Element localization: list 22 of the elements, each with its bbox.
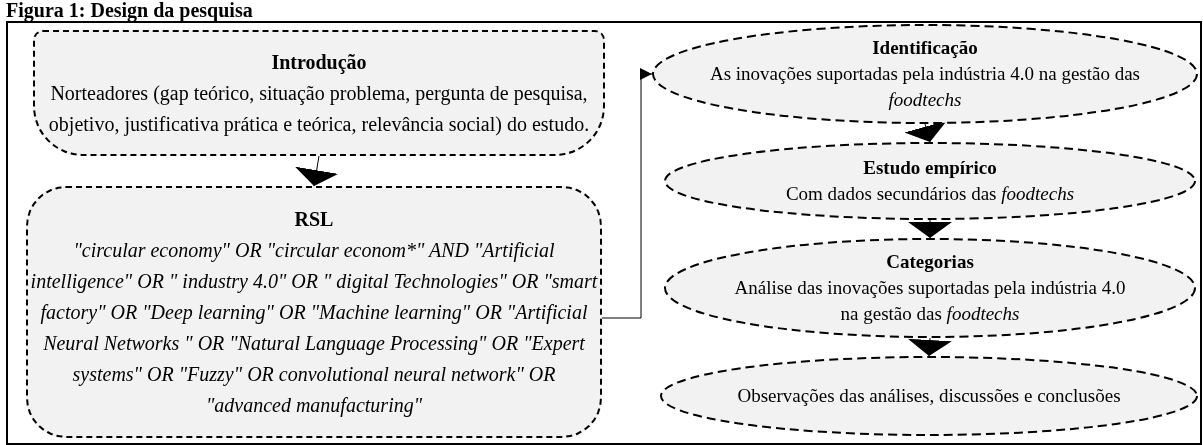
box-text: "circular economy" OR "circular econom*" AND "Artificial intelligence" OR " industry 4.0" OR " digital Technologies" OR "smart factory" OR "Deep learning" OR "Machine learning" OR "Artificial Neural Networks " OR "Natural Language Processing" OR "Expert systems" OR "Fuzzy" OR convolutional neural network" OR "advanced manufacturing" (29, 237, 599, 419)
process-ellipse (664, 238, 1196, 338)
box-text: Observações das análises, discussões e conclusões (737, 384, 1121, 408)
arrow (908, 219, 952, 239)
box-heading: Identificação (872, 36, 978, 60)
arrow (907, 337, 952, 357)
box-heading: Categorias (886, 250, 974, 274)
process-box (33, 30, 605, 156)
arrow (601, 68, 653, 319)
process-ellipse (652, 24, 1198, 124)
process-box (26, 186, 602, 438)
box-text: Análise das inovações suportadas pela indústria 4.0 na gestão das foodtechs (733, 276, 1127, 326)
process-ellipse (660, 356, 1198, 436)
box-heading: Introdução (271, 49, 367, 76)
box-text: Norteadores (gap teórico, situação problema, pergunta de pesquisa, objetivo, justificativa prática e teórica, relevância social) do estudo. (47, 80, 591, 138)
arrow (294, 155, 339, 187)
box-text: Com dados secundários das foodtechs (785, 182, 1075, 206)
figure-title: Figura 1: Design da pesquisa (6, 0, 253, 20)
box-heading: RSL (294, 206, 334, 232)
box-text: As inovações suportadas pela indústria 4.0 na gestão das foodtechs (708, 62, 1141, 112)
box-heading: Estudo empírico (863, 156, 997, 180)
process-ellipse (664, 142, 1196, 220)
